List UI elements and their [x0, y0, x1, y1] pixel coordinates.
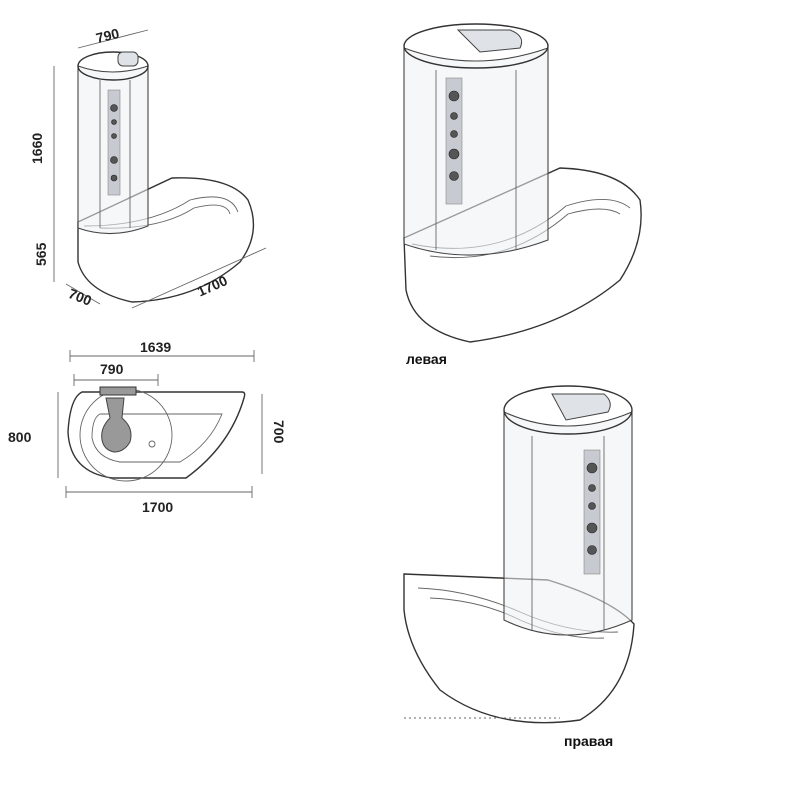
dim-plan-outer: 1639 [140, 339, 171, 355]
dim-iso-height-cabin: 1660 [29, 133, 45, 164]
dim-plan-depth-right: 700 [271, 420, 287, 444]
caption-right: правая [564, 733, 613, 749]
dim-iso-height-tub: 565 [33, 242, 49, 266]
isometric-dimension-view: 790 1660 565 700 1700 [29, 25, 267, 309]
plan-dimension-view: 1639 790 800 700 1700 [8, 339, 287, 515]
dim-plan-depth-left: 800 [8, 429, 32, 445]
right-version-render: правая [403, 385, 635, 749]
dim-plan-inner: 790 [100, 361, 124, 377]
dim-iso-width-top: 790 [94, 25, 121, 46]
dim-plan-length: 1700 [142, 499, 173, 515]
dim-iso-depth: 700 [66, 285, 94, 309]
left-version-render: левая [403, 23, 642, 367]
caption-left: левая [406, 351, 447, 367]
